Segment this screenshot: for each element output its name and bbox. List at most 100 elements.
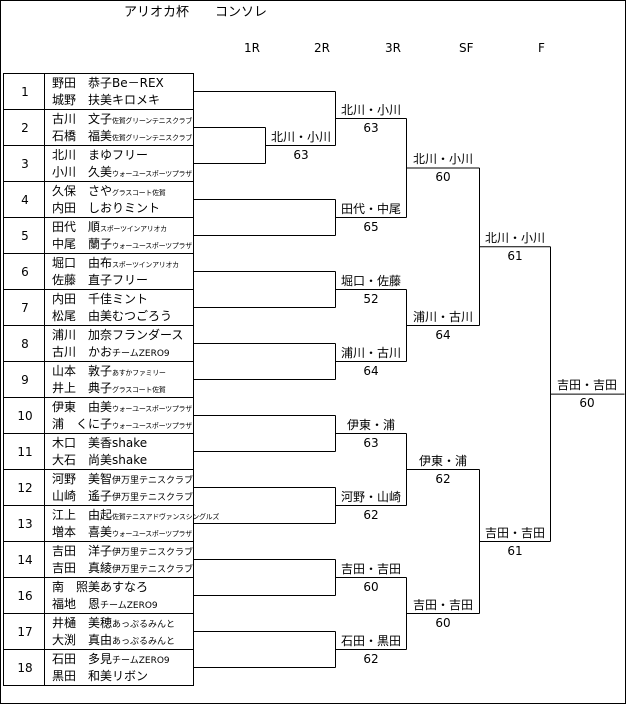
r1-result-score: 63 [293,147,309,162]
player-name: 黒田 和美 [52,668,113,683]
player-club: グラスコート佐賀 [112,188,166,197]
player-club: 伊万里テニスクラブ [112,475,194,486]
seed-number: 16 [17,588,33,603]
player-name: 木口 美香 [52,435,113,450]
player-club: スポーツインアリオカ [112,260,179,269]
seed-number: 18 [17,660,33,675]
r1-result-pair: 北川・小川 [270,129,331,144]
player-club: あすなろ [100,579,149,594]
sf-result-pair: 吉田・吉田 [484,525,545,540]
round-header-2r: 2R [314,41,330,55]
player-entry: 井上 典子グラスコート佐賀 [52,380,166,395]
seed-number: 14 [17,552,33,567]
player-name: 小川 久美 [52,164,113,179]
player-entry: 松尾 由美むつごろう [52,310,172,322]
player-club: キロメキ [112,92,161,107]
player-club: 伊万里テニスクラブ [112,564,194,575]
player-entry: 野田 恭子Be－REX [52,77,164,89]
player-club: リボン [112,668,149,683]
player-name: 松尾 由美 [52,308,113,323]
player-club: ウォーユースポーツプラザ [112,169,192,178]
r2-result-pair: 北川・小川 [340,102,401,117]
player-club: フランダース [112,327,184,342]
r2-result-pair: 河野・山崎 [340,489,401,504]
r2-result-score: 63 [363,120,379,135]
player-club: ミント [112,291,149,306]
player-club: shake [112,435,148,450]
r3-result-score: 64 [435,327,451,342]
player-club: あっぷるみんと [112,636,176,647]
player-entry: 佐藤 直子フリー [52,274,148,286]
player-entry: 田代 順スポーツインアリオカ [52,221,167,233]
r3-result-score: 60 [435,615,451,630]
player-entry: 堀口 由布スポーツインアリオカ [52,257,179,269]
player-name: 野田 恭子 [52,75,113,90]
player-name: 河野 美智 [52,471,113,486]
player-entry: 浦 くに子ウォーユースポーツプラザ [52,418,192,430]
player-name: 吉田 真綾 [52,560,113,575]
player-name: 浦川 加奈 [52,327,113,342]
player-name: 大石 尚美 [52,452,113,467]
page-title: アリオカ杯 コンソレ [124,5,268,20]
round-header-f: F [538,41,545,55]
player-entry: 吉田 真綾伊万里テニスクラブ [52,562,193,575]
player-name: 石橋 福美 [52,128,113,143]
r2-result-score: 60 [363,579,379,594]
player-entry: 石橋 福美佐賀グリーンテニスクラブ [52,130,192,142]
player-name: 山崎 遙子 [52,488,113,503]
player-name: 南 照美 [52,579,101,594]
r2-result-pair: 吉田・吉田 [340,561,401,576]
player-club: 佐賀グリーンテニスクラブ [112,116,193,125]
player-name: 久保 さや [52,183,113,198]
seed-number: 6 [21,264,29,279]
r2-result-pair: 伊東・浦 [346,417,395,432]
player-entry: 久保 さやグラスコート佐賀 [52,183,166,198]
player-club: ミント [124,200,161,215]
player-name: 江上 由起 [52,507,113,522]
r2-result-score: 64 [363,363,379,378]
player-club: あすかファミリー [112,368,166,377]
seed-number: 5 [21,228,29,243]
player-club: チームZERO9 [100,600,158,611]
seed-number: 7 [21,300,29,315]
round-header-3r: 3R [385,41,401,55]
player-name: 堀口 由布 [52,255,113,270]
player-name: 山本 敦子 [52,363,113,378]
r2-result-score: 65 [363,219,379,234]
player-entry: 古川 文子佐賀グリーンテニスクラブ [52,113,192,125]
player-club: 佐賀グリーンテニスクラブ [112,133,193,142]
player-name: 内田 千佳 [52,291,113,306]
final-result-score: 60 [579,396,595,411]
player-entry: 城野 扶美キロメキ [52,94,160,106]
sf-result-pair: 北川・小川 [484,230,545,245]
r2-result-pair: 田代・中尾 [340,201,401,216]
player-club: チームZERO9 [112,655,170,666]
player-entry: 大石 尚美shake [52,454,147,466]
player-name: 浦 くに子 [52,416,113,431]
seed-number: 12 [17,480,33,495]
player-club: ウォーユースポーツプラザ [112,529,192,538]
player-name: 井上 典子 [52,380,113,395]
player-name: 吉田 洋子 [52,543,113,558]
r3-result-pair: 浦川・古川 [412,309,473,324]
player-entry: 黒田 和美リボン [52,670,148,682]
player-club: スポーツインアリオカ [100,224,167,233]
r2-result-pair: 堀口・佐藤 [340,273,401,288]
player-club: shake [112,452,148,467]
player-entry: 南 照美あすなろ [52,581,148,593]
player-name: 大渕 真由 [52,632,113,647]
round-header-sf: SF [459,41,474,55]
final-result-pair: 吉田・吉田 [556,378,617,393]
player-entry: 河野 美智伊万里テニスクラブ [52,473,193,486]
player-entry: 浦川 加奈フランダース [52,329,183,341]
player-entry: 増本 喜美ウォーユースポーツプラザ [52,526,192,538]
r2-result-score: 52 [363,291,379,306]
seed-number: 3 [21,156,29,171]
player-club: チームZERO9 [112,348,170,359]
player-name: 増本 喜美 [52,524,113,539]
seed-number: 17 [17,624,33,639]
seed-number: 9 [21,372,29,387]
player-club: 伊万里テニスクラブ [112,547,194,558]
player-entry: 内田 しおりミント [52,202,160,214]
seed-number: 11 [17,444,33,459]
